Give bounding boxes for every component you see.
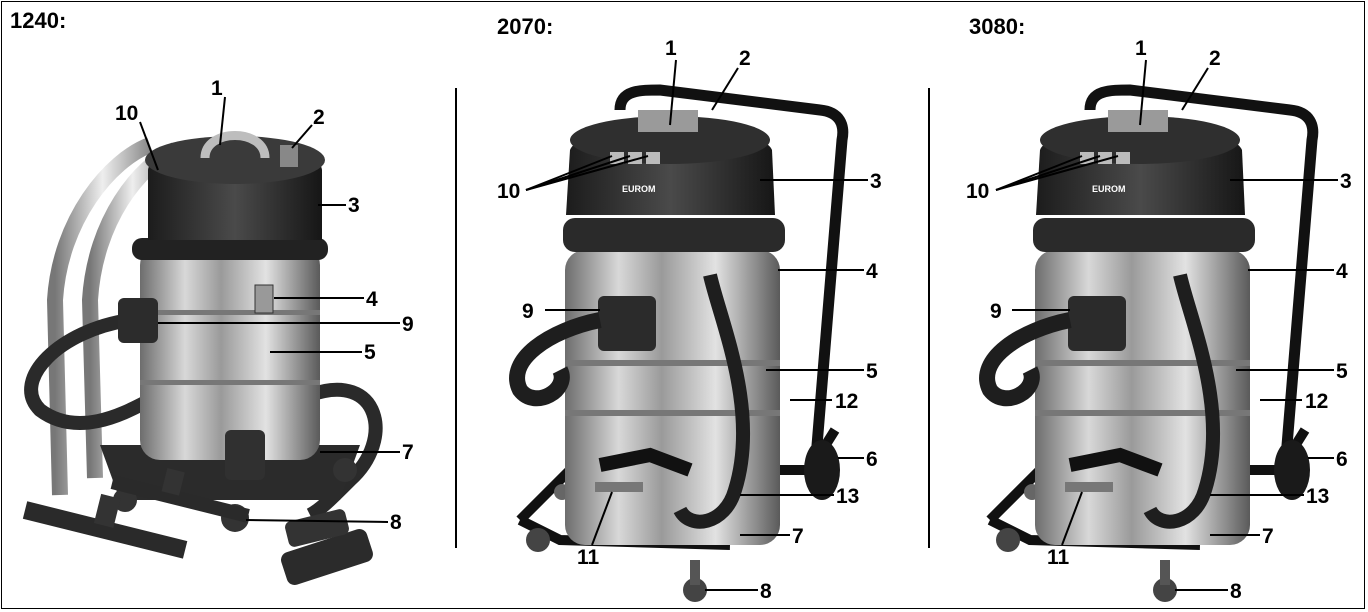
callout-1240-2: 2 — [313, 106, 325, 129]
callout-3080-1: 1 — [1135, 37, 1147, 60]
callout-3080-2: 2 — [1209, 47, 1221, 70]
model-title-3080: 3080: — [969, 14, 1026, 39]
vacuum-1240 — [22, 131, 383, 585]
callout-2070-13: 13 — [836, 485, 859, 508]
callout-2070-4: 4 — [866, 260, 878, 283]
callouts-3080: 1 2 3 4 5 6 7 8 9 10 11 12 13 — [966, 37, 1352, 603]
callout-1240-1: 1 — [211, 77, 223, 100]
model-title-1240: 1240: — [10, 8, 67, 33]
callout-1240-4: 4 — [366, 288, 378, 311]
callout-2070-9: 9 — [522, 300, 534, 323]
callouts-1240: 1 2 3 4 5 7 8 9 10 — [115, 77, 414, 534]
callouts-2070: 1 2 3 4 5 6 7 8 9 10 11 12 13 — [497, 37, 882, 603]
vacuum-3080: EUROM — [979, 84, 1319, 602]
brand-logo-2070: EUROM — [622, 184, 656, 194]
callout-2070-8: 8 — [760, 580, 772, 603]
model-title-2070: 2070: — [497, 14, 554, 39]
callout-3080-8: 8 — [1230, 580, 1242, 603]
callout-2070-10: 10 — [497, 180, 520, 203]
callout-3080-12: 12 — [1305, 390, 1328, 413]
callout-1240-8: 8 — [390, 511, 402, 534]
callout-2070-7: 7 — [792, 525, 804, 548]
divider-right — [928, 88, 930, 548]
callout-3080-4: 4 — [1336, 260, 1348, 283]
callout-2070-12: 12 — [835, 390, 858, 413]
callout-2070-1: 1 — [665, 37, 677, 60]
callout-1240-5: 5 — [364, 341, 376, 364]
callout-2070-11: 11 — [577, 546, 600, 569]
brand-logo-3080: EUROM — [1092, 184, 1126, 194]
callout-3080-5: 5 — [1336, 360, 1348, 383]
callout-3080-6: 6 — [1336, 448, 1348, 471]
callout-1240-3: 3 — [348, 194, 360, 217]
callout-3080-13: 13 — [1306, 485, 1329, 508]
callout-1240-7: 7 — [402, 441, 414, 464]
callout-2070-2: 2 — [739, 47, 751, 70]
callout-2070-5: 5 — [866, 360, 878, 383]
vacuum-2070: EUROM — [509, 84, 849, 602]
callout-3080-3: 3 — [1340, 170, 1352, 193]
callout-1240-9: 9 — [402, 313, 414, 336]
divider-left — [455, 88, 457, 548]
callout-3080-11: 11 — [1047, 546, 1070, 569]
callout-2070-3: 3 — [870, 170, 882, 193]
callout-3080-7: 7 — [1262, 525, 1274, 548]
callout-1240-10: 10 — [115, 102, 138, 125]
callout-3080-10: 10 — [966, 180, 989, 203]
callout-3080-9: 9 — [990, 300, 1002, 323]
callout-2070-6: 6 — [866, 448, 878, 471]
